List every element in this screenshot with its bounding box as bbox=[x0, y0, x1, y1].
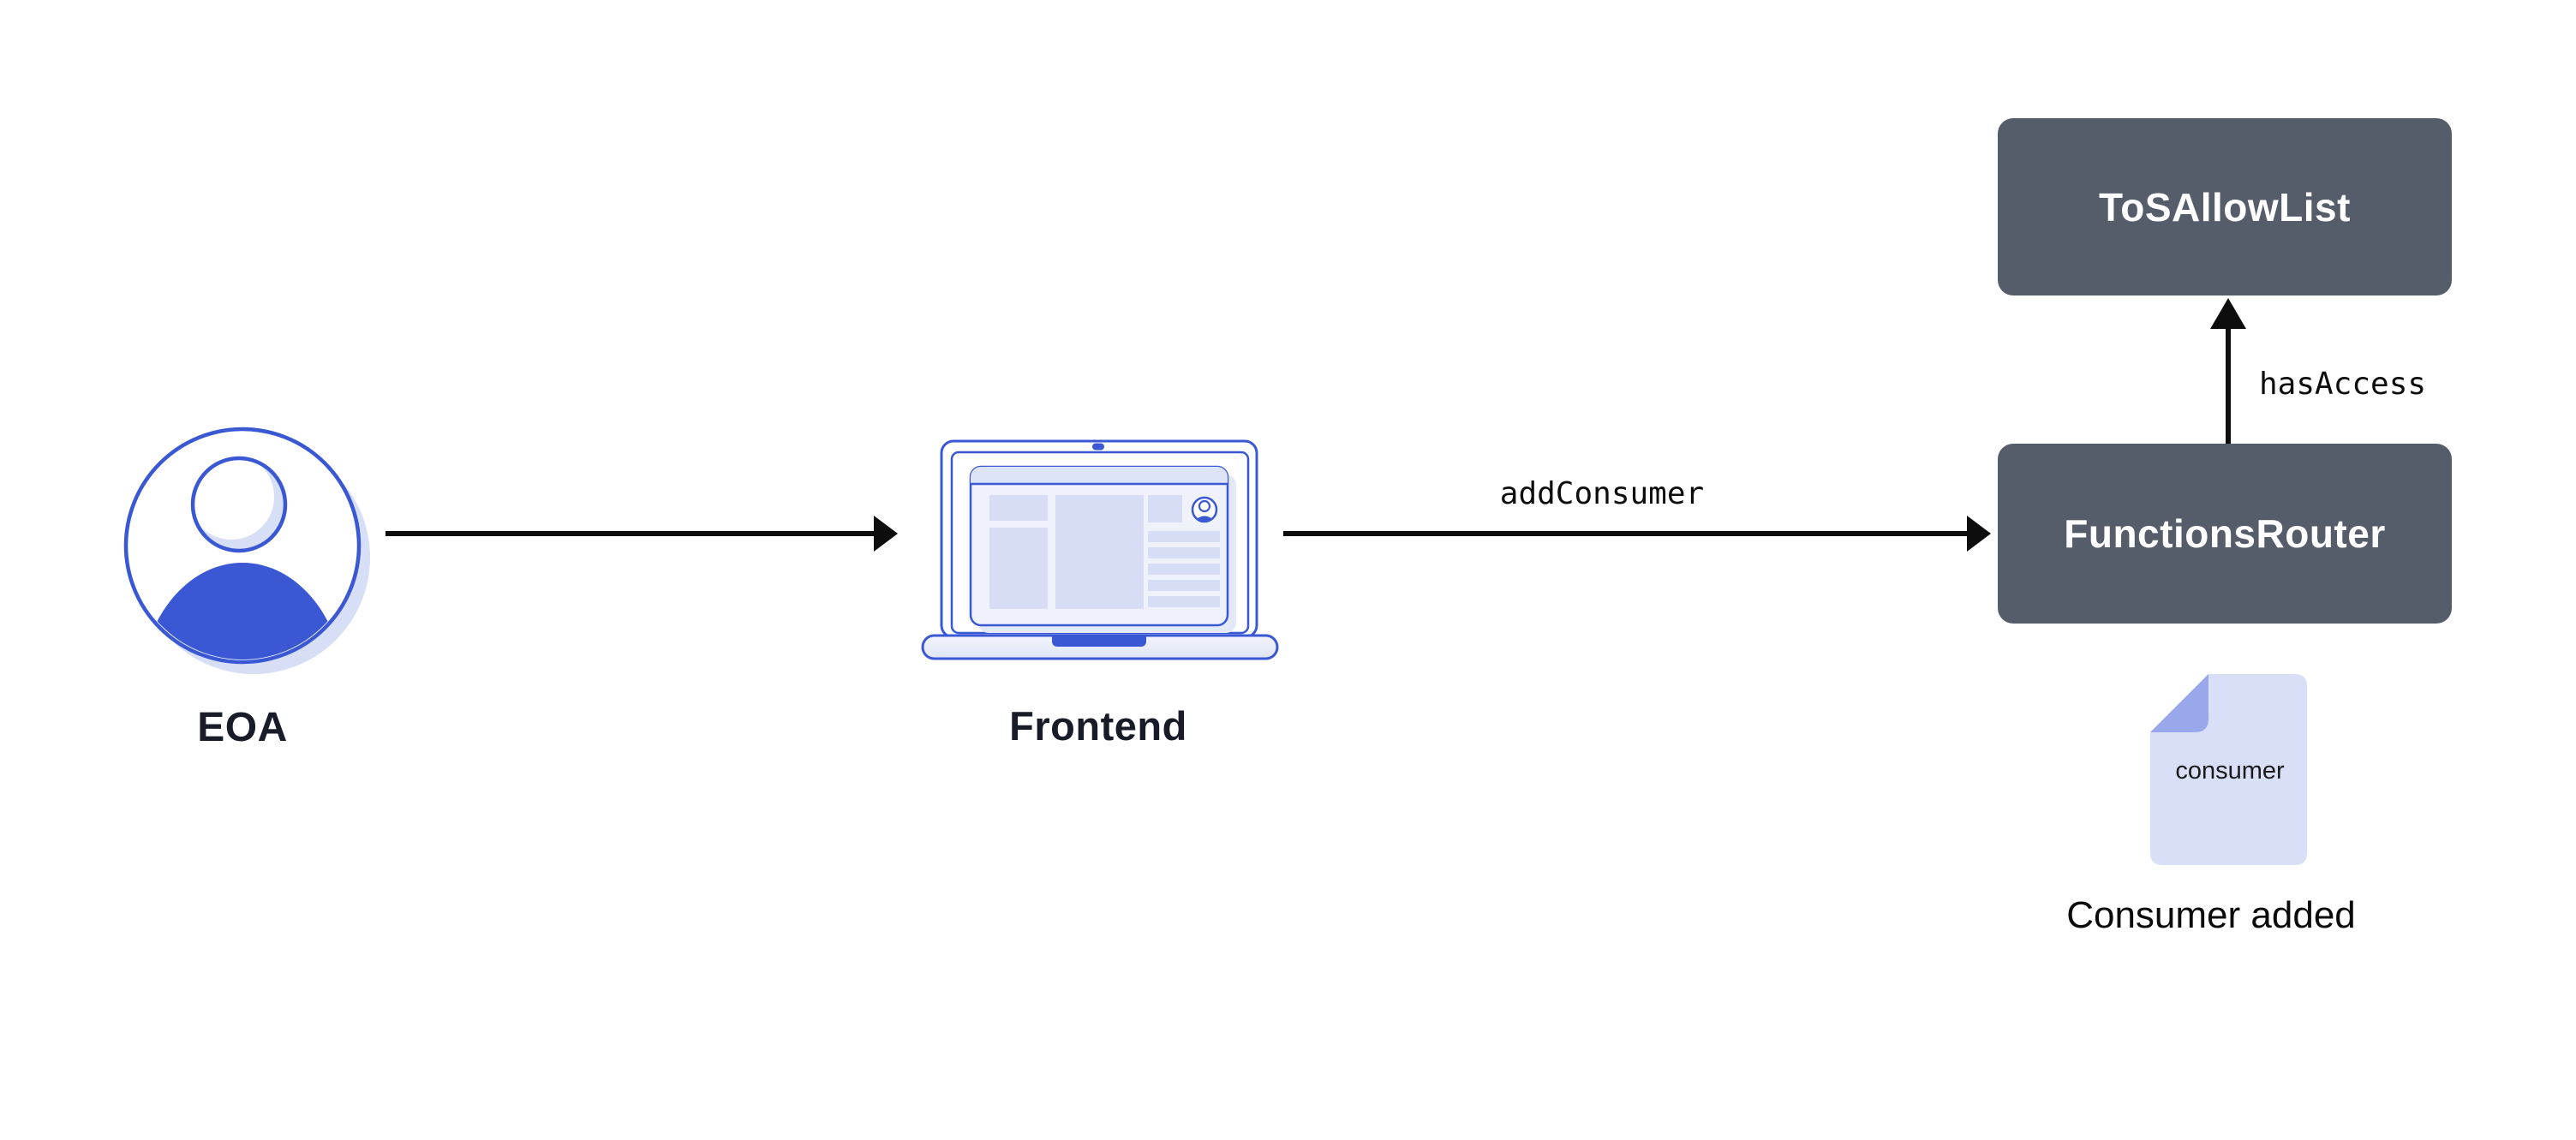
eoa-label: EOA bbox=[197, 705, 288, 750]
laptop-base bbox=[921, 634, 1279, 660]
arrow-frontend-to-router bbox=[1283, 516, 1991, 552]
laptop-base-notch bbox=[1052, 636, 1146, 647]
tos-allow-list-node: ToSAllowList bbox=[1998, 118, 2452, 295]
browser-user-icon bbox=[1191, 496, 1218, 523]
arrowhead-right bbox=[1967, 516, 1991, 552]
avatar-body bbox=[140, 563, 345, 660]
consumer-added-caption: Consumer added bbox=[2066, 894, 2356, 936]
user-avatar-icon bbox=[123, 427, 370, 674]
arrow-eoa-to-frontend bbox=[386, 516, 898, 552]
consumer-file-label: consumer bbox=[2175, 757, 2285, 785]
arrowhead-right bbox=[874, 516, 898, 552]
laptop-icon bbox=[921, 439, 1279, 660]
document-icon bbox=[2150, 674, 2307, 865]
document-fold bbox=[2150, 674, 2208, 732]
arrow-router-to-tos bbox=[2210, 298, 2246, 444]
browser-top-bar bbox=[971, 467, 1228, 484]
arrowhead-up bbox=[2210, 298, 2246, 329]
avatar-head bbox=[190, 456, 288, 553]
laptop-camera-dot bbox=[1092, 443, 1104, 451]
tos-allow-list-label: ToSAllowList bbox=[2099, 184, 2351, 230]
functions-router-label: FunctionsRouter bbox=[2064, 511, 2386, 556]
has-access-edge-label: hasAccess bbox=[2259, 367, 2427, 402]
add-consumer-edge-label: addConsumer bbox=[1499, 476, 1705, 511]
functions-router-node: FunctionsRouter bbox=[1998, 444, 2452, 624]
wireframe-blocks bbox=[989, 495, 1220, 609]
frontend-label: Frontend bbox=[1009, 703, 1187, 749]
